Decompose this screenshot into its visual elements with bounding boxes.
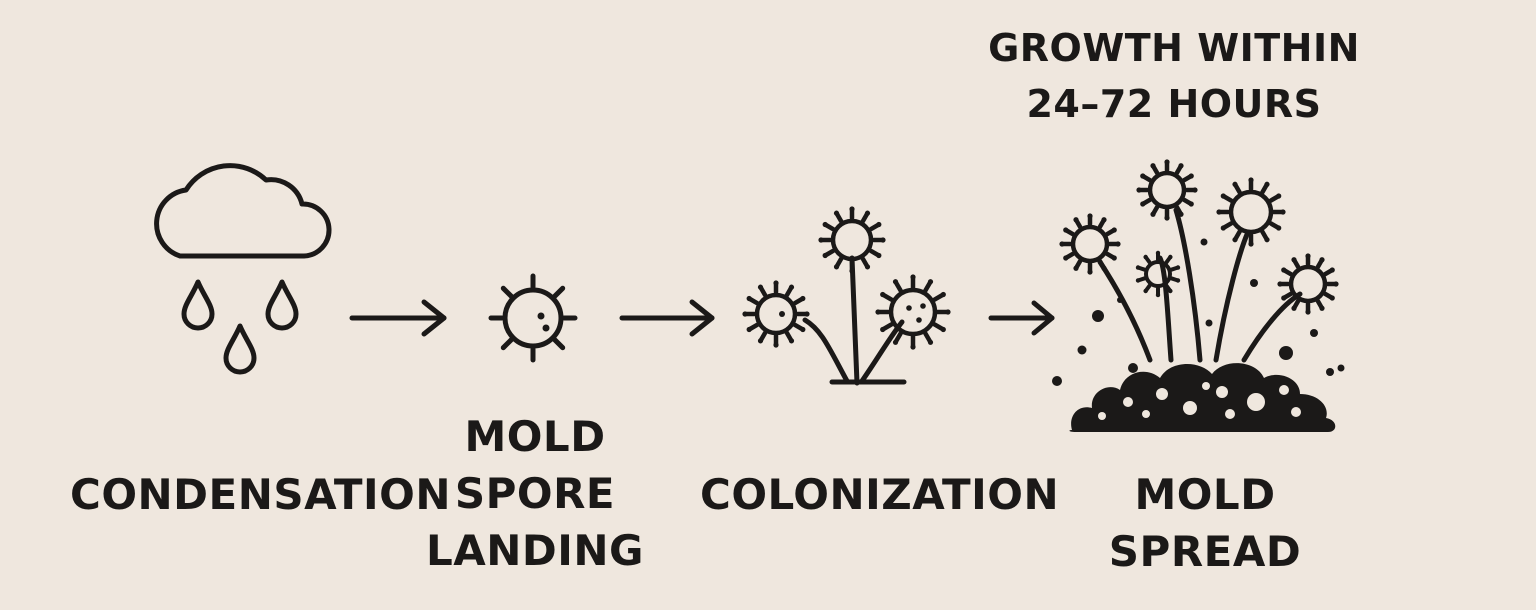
growth-time-note: GROWTH WITHIN 24–72 HOURS bbox=[960, 20, 1388, 132]
step-label-line: LANDING bbox=[425, 526, 645, 575]
step-label-line: MOLD bbox=[1134, 470, 1276, 519]
step-label-colonization: COLONIZATION bbox=[700, 466, 1060, 523]
raindrop-left bbox=[181, 279, 215, 331]
cloud-shape bbox=[154, 163, 332, 259]
spore-glyph bbox=[1059, 213, 1121, 275]
raindrop-bottom bbox=[223, 323, 257, 375]
mold-mound bbox=[1069, 363, 1336, 432]
step-label-line: SPREAD bbox=[1108, 527, 1302, 576]
mold-colony-icon bbox=[1052, 159, 1345, 432]
spore-icon bbox=[488, 273, 578, 363]
arrow-right-icon bbox=[988, 300, 1055, 336]
spore-glyph bbox=[1135, 250, 1181, 298]
step-label-mold-spread: MOLD SPREAD bbox=[1090, 466, 1320, 580]
spore-glyph bbox=[488, 273, 578, 363]
step-label-line: CONDENSATION bbox=[70, 470, 452, 519]
step-label-line: SPORE bbox=[454, 469, 616, 518]
spore-glyph bbox=[875, 274, 951, 350]
step-label-line: COLONIZATION bbox=[700, 470, 1060, 519]
stalk-center bbox=[849, 255, 860, 386]
growth-time-note-line-2: 24–72 HOURS bbox=[1026, 82, 1322, 126]
spore-body bbox=[488, 273, 578, 363]
arrow-right-icon bbox=[349, 299, 447, 337]
mold-sprouts-icon bbox=[742, 206, 951, 386]
cloud-rain-icon bbox=[154, 163, 332, 375]
step-label-condensation: CONDENSATION bbox=[70, 466, 452, 523]
spore-glyph bbox=[1136, 159, 1198, 221]
spore-glyph bbox=[1277, 253, 1339, 315]
step-label-spore-landing: MOLD SPORE LANDING bbox=[420, 408, 650, 579]
growth-time-note-line-1: GROWTH WITHIN bbox=[988, 26, 1360, 70]
spore-glyph bbox=[1216, 177, 1286, 247]
spore-glyph bbox=[818, 206, 886, 274]
raindrop-right bbox=[265, 279, 299, 331]
spore-glyph bbox=[742, 280, 810, 348]
stalk-left bbox=[802, 317, 850, 384]
arrow-right-icon bbox=[619, 299, 715, 337]
step-label-line: MOLD bbox=[464, 412, 606, 461]
